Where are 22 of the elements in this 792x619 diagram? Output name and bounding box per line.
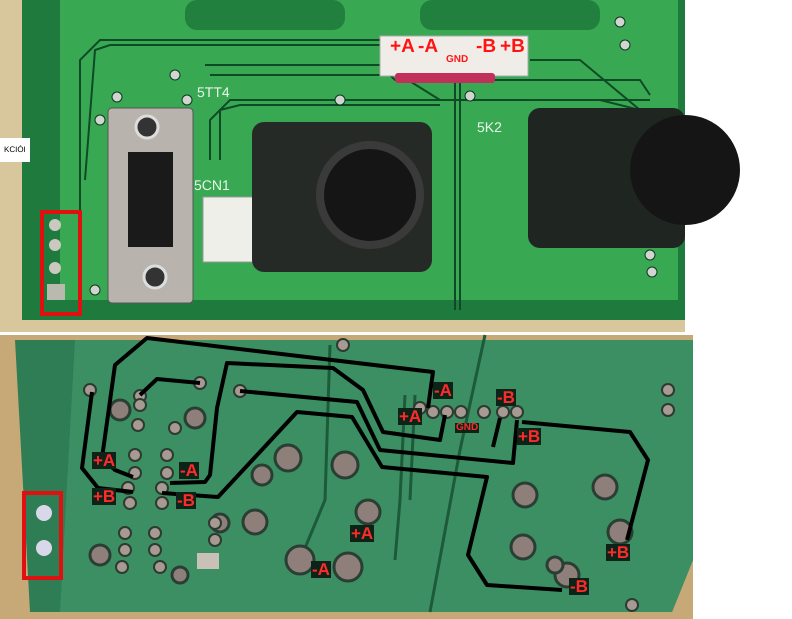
- pin-label: -A: [433, 382, 453, 399]
- pin-label: +B: [500, 37, 525, 56]
- pin-label: -A: [418, 37, 438, 56]
- pin-label: +A: [350, 525, 374, 542]
- pin-label: -B: [496, 389, 516, 406]
- pin-label: -B: [569, 578, 589, 595]
- pin-label: +B: [517, 428, 542, 445]
- pin-label: +A: [92, 452, 116, 469]
- pin-label: GND: [455, 423, 480, 433]
- pin-label: -B: [176, 492, 196, 509]
- pin-label: +A: [390, 37, 415, 56]
- text-fragment: KCIÓI: [0, 138, 30, 162]
- pin-label: GND: [446, 55, 468, 65]
- silkscreen-label: 5CN1: [194, 178, 230, 192]
- pin-label: +A: [398, 408, 422, 425]
- pin-label: -B: [476, 37, 496, 56]
- silkscreen-label: 5K2: [477, 120, 502, 134]
- silkscreen-label: 5TT4: [197, 85, 230, 99]
- pin-label: +B: [606, 544, 630, 561]
- pin-label: -A: [311, 561, 331, 578]
- pin-label: +B: [92, 488, 116, 505]
- pin-label: -A: [179, 462, 199, 479]
